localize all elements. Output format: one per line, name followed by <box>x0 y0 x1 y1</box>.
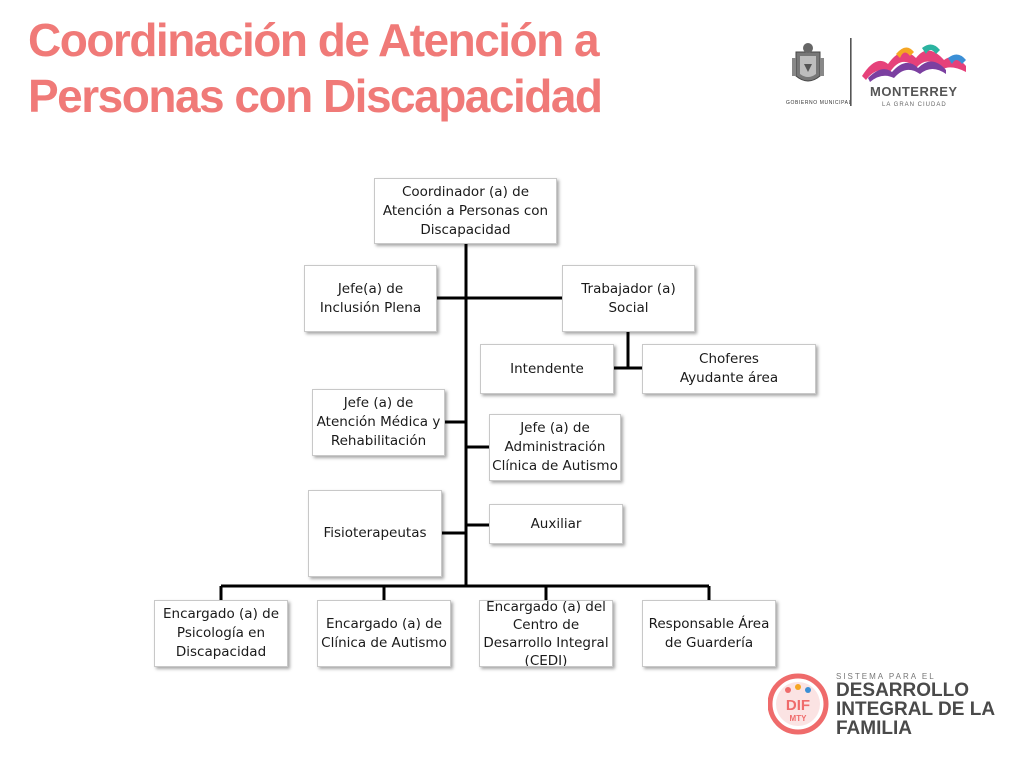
dif-line-1: DESARROLLO <box>836 680 969 701</box>
city-name: MONTERREY <box>870 84 958 99</box>
box-coordinador: Coordinador (a) de Atención a Personas c… <box>374 178 557 244</box>
box-responsable-guarderia: Responsable Área de Guardería <box>642 600 776 667</box>
box-trabajador-social: Trabajador (a) Social <box>562 265 695 332</box>
box-encargado-cedi: Encargado (a) del Centro de Desarrollo I… <box>479 600 613 667</box>
monterrey-logo: GOBIERNO MUNICIPAL MONTERREY LA GRAN CIU… <box>780 36 990 120</box>
municipal-label: GOBIERNO MUNICIPAL <box>786 100 852 106</box>
box-choferes: Choferes Ayudante área <box>642 344 816 394</box>
box-encargado-psicologia: Encargado (a) de Psicología en Discapaci… <box>154 600 288 667</box>
dif-badge-icon: DIF MTY <box>767 673 829 735</box>
dif-badge-text: DIF <box>786 697 810 714</box>
box-encargado-clinica: Encargado (a) de Clínica de Autismo <box>317 600 451 667</box>
dif-logo: DIF MTY <box>767 668 832 740</box>
page-title: Coordinación de Atención a Personas con … <box>28 12 603 124</box>
mountain-logo-icon <box>862 44 966 82</box>
dif-line-3: FAMILIA <box>836 718 912 739</box>
dif-badge-sub: MTY <box>790 714 808 723</box>
municipal-seal-icon: GOBIERNO MUNICIPAL MONTERREY LA GRAN CIU… <box>786 38 966 108</box>
city-tagline: LA GRAN CIUDAD <box>882 102 947 108</box>
box-jefe-administracion: Jefe (a) de Administración Clínica de Au… <box>489 414 621 481</box>
title-line-2: Personas con Discapacidad <box>28 70 603 122</box>
dif-small-line: SISTEMA PARA EL <box>836 672 936 681</box>
connector-lines <box>219 244 711 600</box>
box-auxiliar: Auxiliar <box>489 504 623 544</box>
box-fisioterapeutas: Fisioterapeutas <box>308 490 442 577</box>
dif-line-2: INTEGRAL DE LA <box>836 699 996 720</box>
box-jefe-inclusion: Jefe(a) de Inclusión Plena <box>304 265 437 332</box>
dif-wordmark: SISTEMA PARA EL DESARROLLO INTEGRAL DE L… <box>836 672 995 738</box>
box-intendente: Intendente <box>480 344 614 394</box>
box-jefe-atencion-medica: Jefe (a) de Atención Médica y Rehabilita… <box>312 389 445 456</box>
title-line-1: Coordinación de Atención a <box>28 14 600 66</box>
